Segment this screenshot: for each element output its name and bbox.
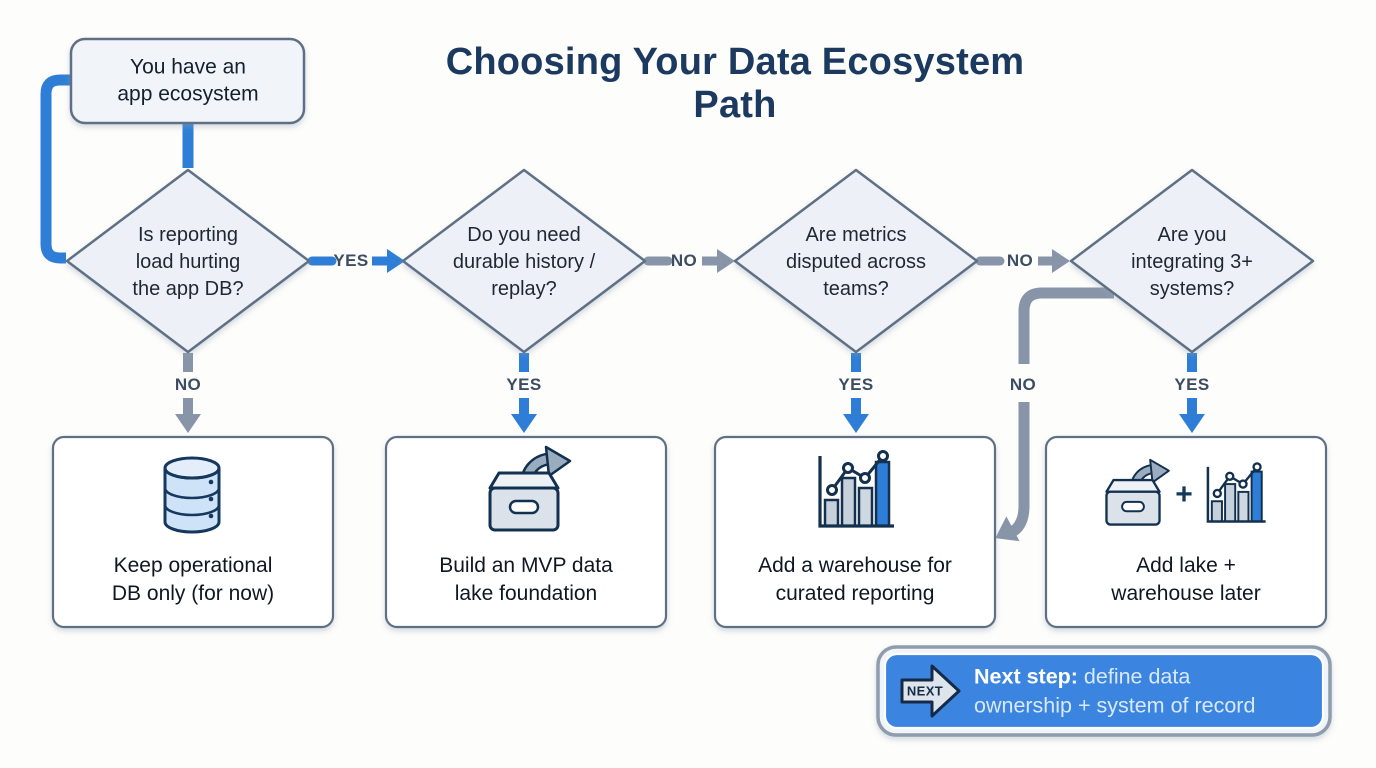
outcome-3-label: Add a warehouse for curated reporting bbox=[758, 554, 952, 605]
decision-d4-shape bbox=[1069, 168, 1315, 354]
decision-d2-shape bbox=[401, 168, 647, 354]
next-step-banner-text: Next step: define data ownership + syste… bbox=[974, 662, 1255, 719]
edge-d2-to-d3-no-arrow bbox=[643, 249, 735, 273]
start-node-shape bbox=[69, 37, 306, 125]
edge-d3-down-yes-arrow bbox=[843, 353, 869, 433]
next-arrow-label: NEXT bbox=[906, 683, 944, 699]
banner-line1-rest: define data bbox=[1077, 664, 1191, 689]
outcome-1-label: Keep operational DB only (for now) bbox=[111, 554, 275, 605]
decision-d3-label: Are metrics disputed across teams? bbox=[785, 223, 927, 300]
next-step-banner-shape bbox=[876, 645, 1332, 737]
diagram-title: Choosing Your Data Ecosystem Path bbox=[445, 41, 1025, 126]
decision-d2-label: Do you need durable history / replay? bbox=[452, 223, 596, 300]
banner-line-2: ownership + system of record bbox=[974, 693, 1256, 717]
decision-d4-label: Are you integrating 3+ systems? bbox=[1131, 223, 1253, 300]
decision-d1-shape bbox=[65, 168, 311, 354]
banner-bold-text: Next step: bbox=[974, 664, 1078, 689]
edge-label-d2-d3-no: NO bbox=[670, 251, 698, 270]
database-icon bbox=[163, 456, 221, 534]
edge-label-d3-d4-no: NO bbox=[1006, 251, 1034, 270]
connector-loop-start-to-d1 bbox=[40, 74, 194, 264]
start-node-label: You have an app ecosystem bbox=[117, 55, 259, 106]
edge-d4-no-path-arrow bbox=[995, 287, 1114, 542]
decision-d1-label: Is reporting load hurting the app DB? bbox=[132, 223, 244, 300]
outcome-4-label: Add lake + warehouse later bbox=[1111, 554, 1261, 605]
outcome-card-2-shape bbox=[384, 435, 668, 629]
edge-d1-down-no-arrow bbox=[175, 353, 201, 433]
next-arrow-icon bbox=[900, 664, 961, 718]
edge-d3-to-d4-no-arrow bbox=[975, 249, 1070, 273]
edge-label-d1-down-no: NO bbox=[174, 375, 202, 394]
decision-d3-shape bbox=[733, 168, 979, 354]
edge-label-d3-down-yes: YES bbox=[838, 375, 874, 394]
edge-d4-down-yes-arrow bbox=[1179, 353, 1205, 433]
edge-label-d2-down-yes: YES bbox=[506, 375, 542, 394]
edge-label-d4-no-path: NO bbox=[1009, 375, 1037, 394]
edge-label-d4-down-yes: YES bbox=[1174, 375, 1210, 394]
plus-sign: + bbox=[1175, 478, 1193, 511]
outcome-card-3-shape bbox=[713, 435, 997, 629]
edge-d2-down-yes-arrow bbox=[511, 353, 537, 433]
banner-line-1: Next step: define data bbox=[974, 662, 1255, 691]
edge-d1-to-d2-yes-arrow bbox=[307, 249, 405, 273]
outcome-2-label: Build an MVP data lake foundation bbox=[439, 554, 613, 605]
edge-label-d1-d2-yes: YES bbox=[333, 251, 369, 270]
